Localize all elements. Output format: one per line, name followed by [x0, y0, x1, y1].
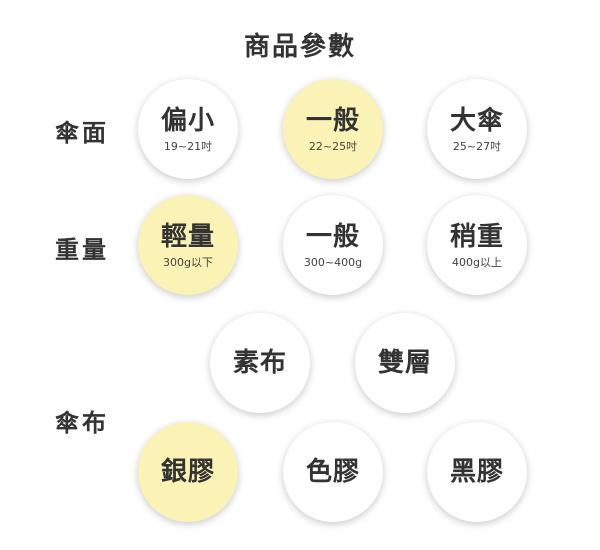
- option-canopy-large[interactable]: 大傘 25~27吋: [427, 79, 527, 179]
- option-title: 銀膠: [160, 457, 215, 487]
- option-detail: 300g以下: [163, 255, 213, 269]
- option-detail: 400g以上: [452, 255, 502, 269]
- option-title: 素布: [232, 348, 287, 378]
- option-fabric-black-coating[interactable]: 黑膠: [427, 422, 527, 522]
- option-title: 雙層: [377, 348, 432, 378]
- option-title: 一般: [305, 105, 360, 136]
- option-title: 黑膠: [449, 457, 504, 487]
- option-detail: 300~400g: [303, 255, 363, 269]
- option-weight-heavy[interactable]: 稍重 400g以上: [427, 195, 527, 295]
- option-weight-light[interactable]: 輕量 300g以下: [138, 195, 238, 295]
- option-detail: 19~21吋: [163, 139, 213, 153]
- option-title: 輕量: [160, 221, 215, 252]
- row-label-fabric: 傘布: [55, 409, 109, 437]
- page-title: 商品參數: [243, 32, 356, 62]
- option-title: 一般: [305, 221, 360, 252]
- option-detail: 22~25吋: [308, 139, 358, 153]
- option-detail: 25~27吋: [452, 139, 502, 153]
- option-fabric-color-coating[interactable]: 色膠: [283, 422, 383, 522]
- option-title: 色膠: [305, 457, 360, 487]
- option-title: 偏小: [160, 105, 215, 136]
- option-canopy-small[interactable]: 偏小 19~21吋: [138, 79, 238, 179]
- row-label-canopy: 傘面: [55, 119, 109, 147]
- option-weight-normal[interactable]: 一般 300~400g: [283, 195, 383, 295]
- option-title: 稍重: [449, 221, 504, 252]
- row-label-weight: 重量: [55, 236, 109, 264]
- option-fabric-silver-coating[interactable]: 銀膠: [138, 422, 238, 522]
- option-title: 大傘: [449, 105, 504, 136]
- option-canopy-normal[interactable]: 一般 22~25吋: [283, 79, 383, 179]
- option-fabric-double-layer[interactable]: 雙層: [355, 313, 455, 413]
- option-fabric-plain[interactable]: 素布: [210, 313, 310, 413]
